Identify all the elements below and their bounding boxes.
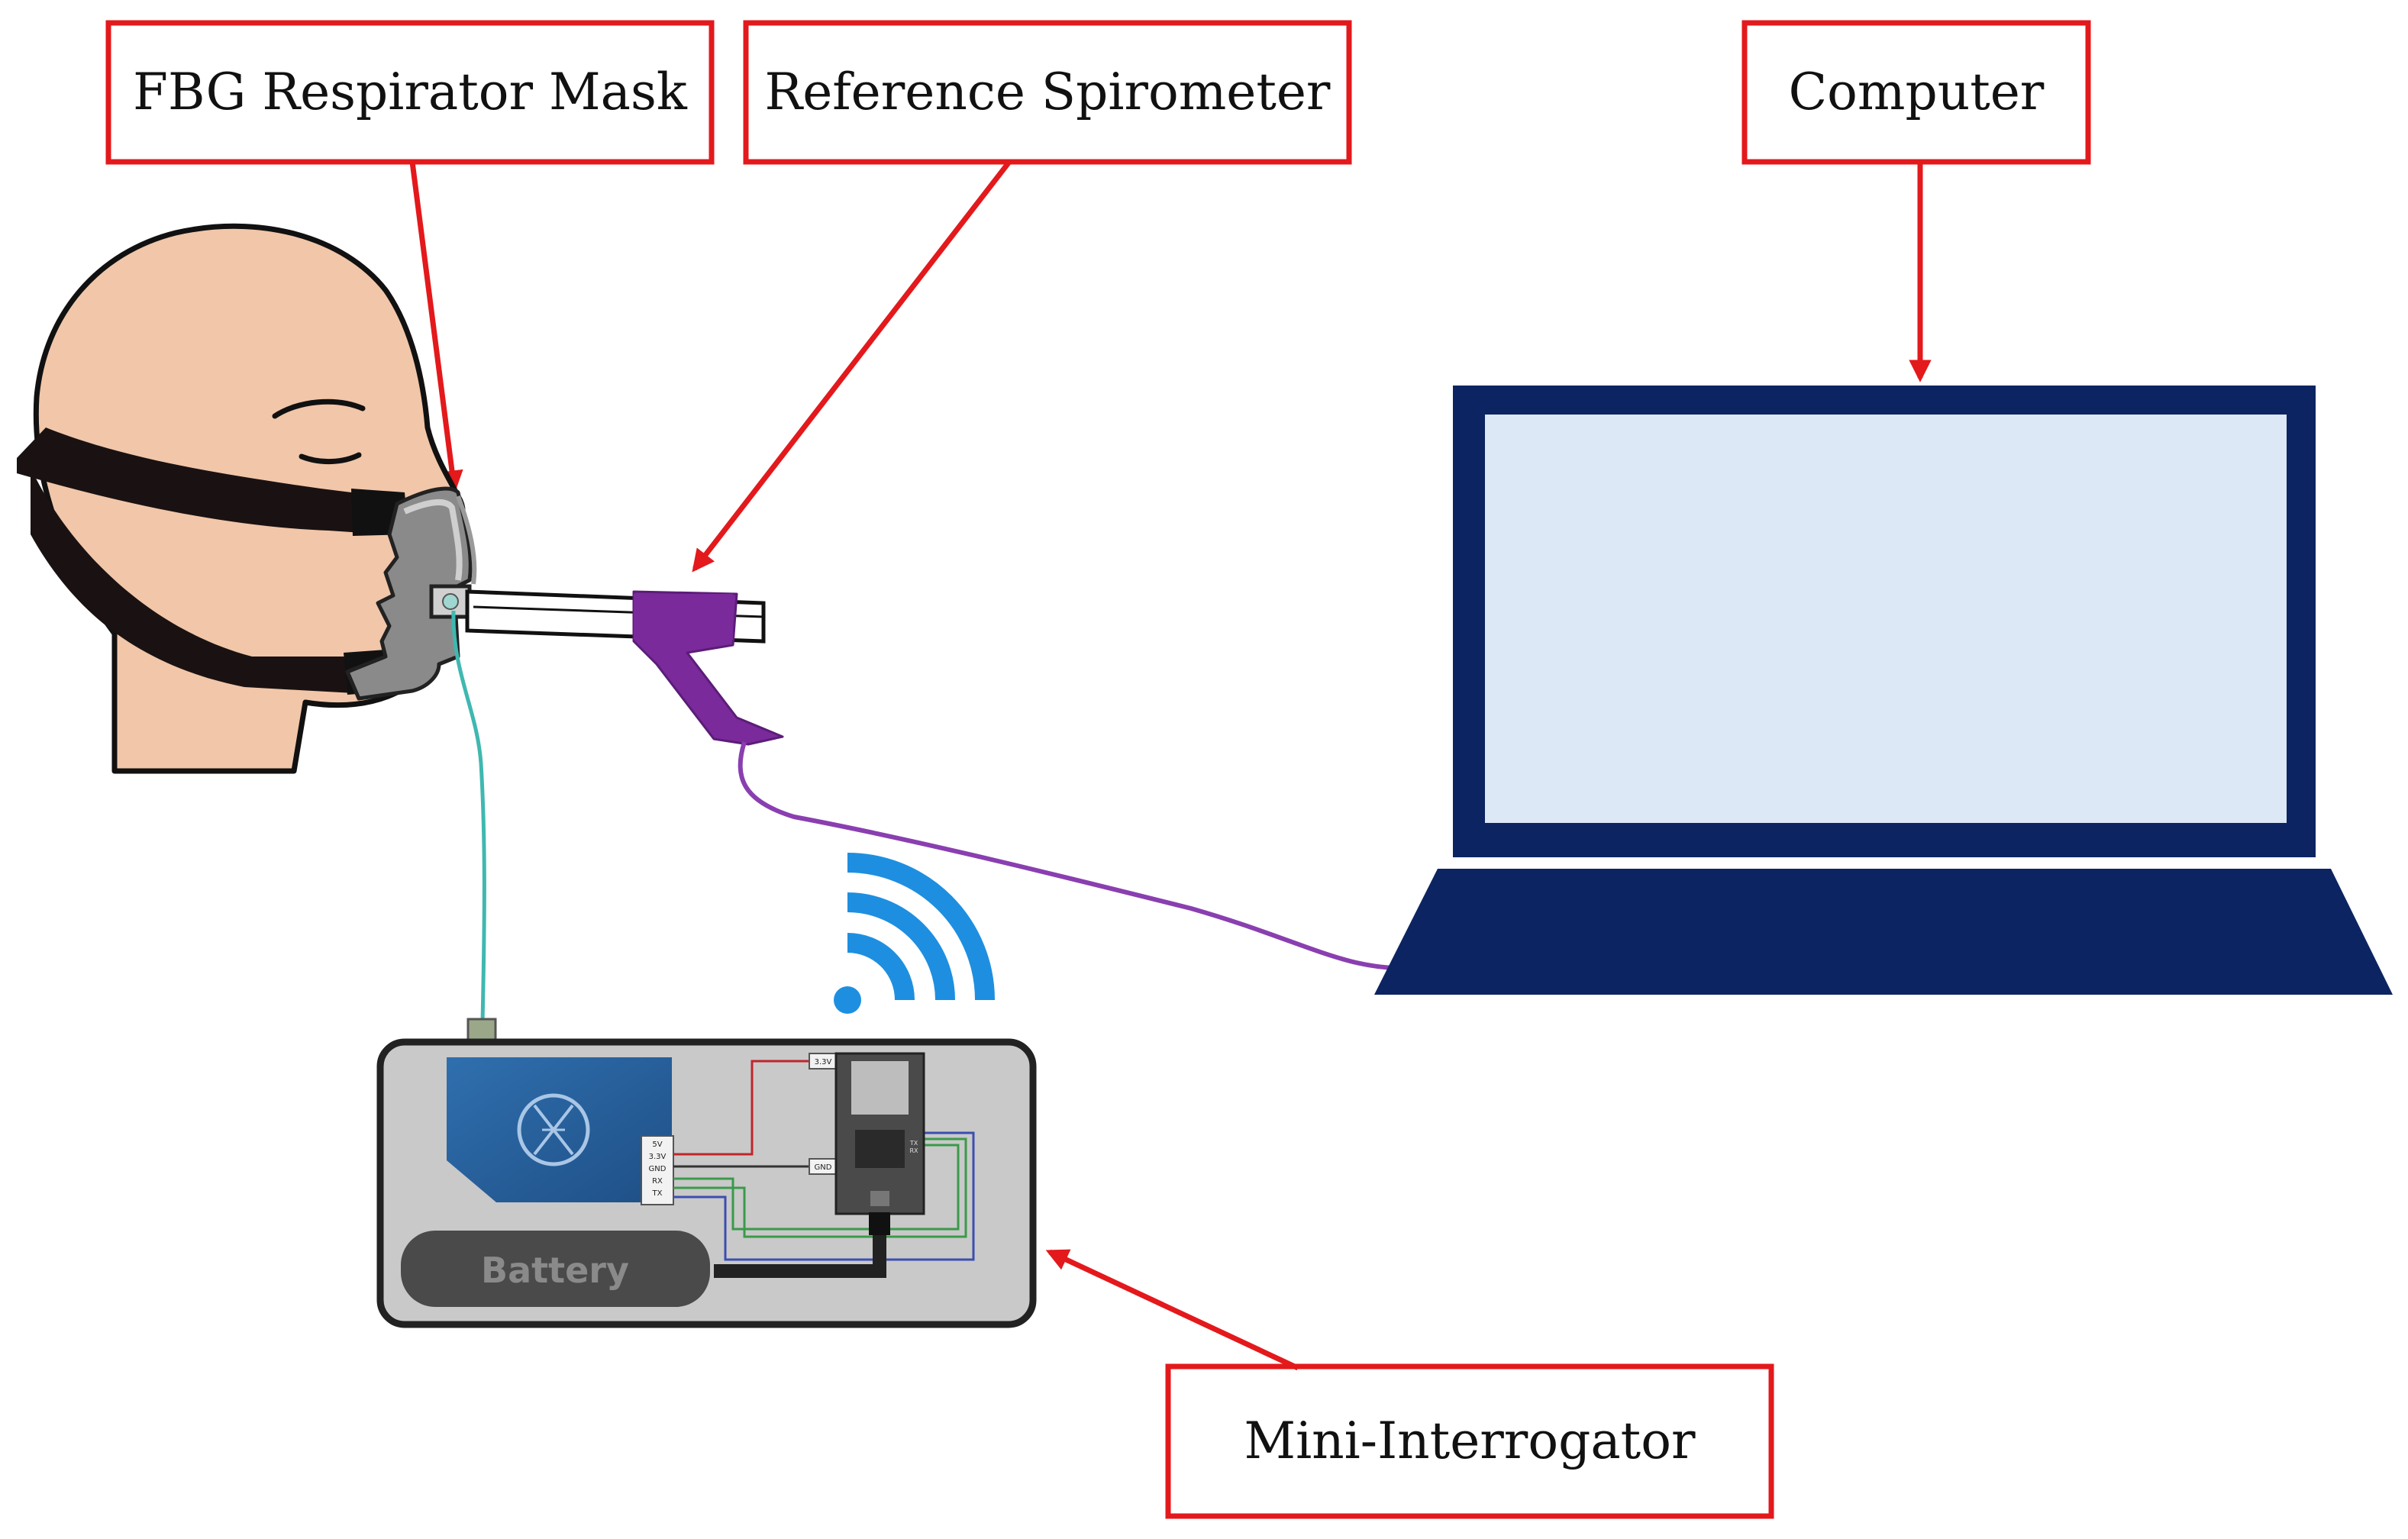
laptop-base: [1374, 869, 2393, 995]
label-computer: Computer: [1789, 63, 2045, 121]
tag-rx: RX: [909, 1147, 918, 1154]
interrogator-board-icon: 5V 3.3V GND RX TX 3.3V GND TX RX Battery: [376, 1038, 1037, 1328]
pin-tx: TX: [652, 1189, 663, 1198]
wire-blue: [673, 1131, 975, 1261]
label-spirometer: Reference Spirometer: [765, 63, 1331, 121]
fiber-mask-interrogator: [451, 610, 486, 1024]
wire-green-2: [673, 1137, 967, 1238]
strap-upper-icon: [17, 428, 386, 534]
pin-rx: RX: [652, 1177, 663, 1186]
tag-gnd: GND: [815, 1163, 832, 1172]
tag-vcc: 3.3V: [815, 1058, 832, 1066]
laptop-icon: [1374, 386, 2393, 995]
spirometer-icon: [465, 589, 784, 746]
label-box-spirometer: Reference Spirometer: [743, 20, 1352, 165]
battery-icon: Battery: [401, 1231, 710, 1307]
pin-3v3: 3.3V: [649, 1153, 667, 1161]
wire-red: [673, 1060, 809, 1156]
wifi-icon: [834, 853, 995, 1014]
label-box-mask: FBG Respirator Mask: [105, 20, 715, 165]
respirator-mask-icon: [345, 486, 477, 701]
cable-spirometer-laptop: [738, 741, 1406, 971]
arrow-spirometer: [692, 160, 1012, 573]
arrow-interrogator: [1045, 1249, 1299, 1371]
label-interrogator: Mini-Interrogator: [1244, 1412, 1695, 1470]
eye-icon: [299, 452, 362, 465]
pin-gnd: GND: [649, 1165, 667, 1173]
fiber-connector-icon: [466, 1018, 497, 1044]
battery-label: Battery: [481, 1250, 629, 1291]
label-box-computer: Computer: [1741, 20, 2091, 165]
tag-tx: TX: [909, 1140, 918, 1147]
brow-icon: [272, 398, 366, 419]
pin-5v: 5V: [652, 1141, 662, 1149]
label-box-interrogator: Mini-Interrogator: [1165, 1363, 1774, 1519]
wire-green-1: [673, 1144, 960, 1231]
laptop-screen: [1485, 415, 2287, 823]
label-mask: FBG Respirator Mask: [133, 63, 688, 121]
arrow-mask: [409, 161, 463, 493]
